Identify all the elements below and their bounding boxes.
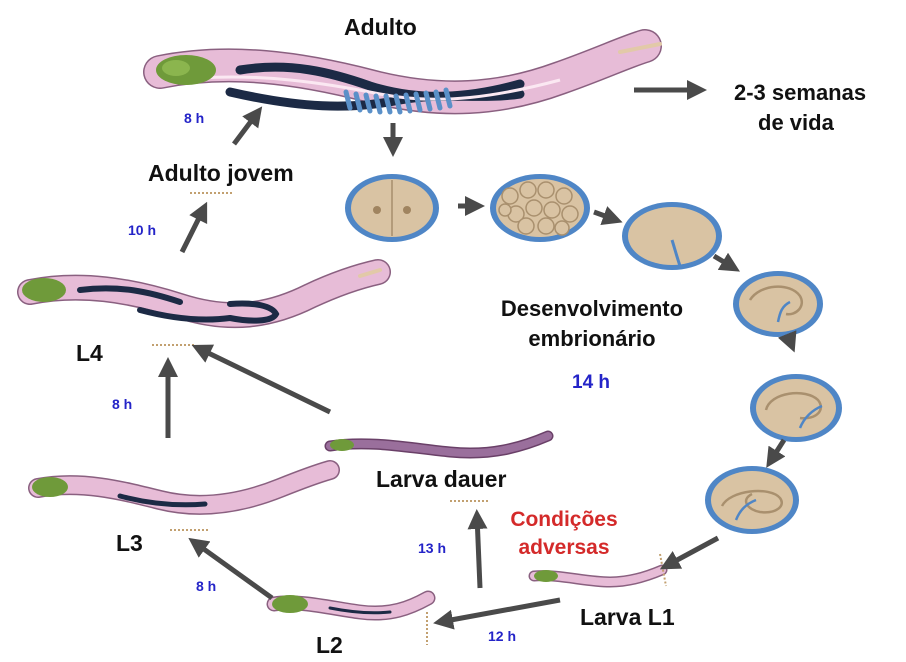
arrow-l4-to-adult-young (182, 208, 204, 252)
arrow-dauer-to-l4 (198, 348, 330, 412)
embryo-label: Desenvolvimento embrionário (478, 294, 706, 354)
lifespan-line2: de vida (734, 108, 866, 138)
label-larva-l1: Larva L1 (580, 604, 675, 631)
lifespan-label: 2-3 semanas de vida (734, 78, 866, 138)
l4-worm (22, 270, 380, 321)
time-l4-to-adult-young: 10 h (128, 222, 156, 238)
adult-worm (156, 44, 660, 112)
time-l2-to-dauer: 13 h (418, 540, 446, 556)
time-l3-to-l4: 8 h (112, 396, 132, 412)
arrow-embryo-3-4 (714, 256, 734, 268)
adverse-line1: Condições (494, 506, 634, 534)
adverse-conditions: Condições adversas (494, 506, 634, 562)
embryo-line1: Desenvolvimento (478, 294, 706, 324)
embryo-line2: embrionário (478, 324, 706, 354)
l1-worm (534, 570, 662, 582)
embryo-two-cell (345, 174, 439, 242)
label-adulto: Adulto (344, 14, 417, 41)
lifespan-line1: 2-3 semanas (734, 78, 866, 108)
time-l2-to-l3: 8 h (196, 578, 216, 594)
arrow-l1-to-l2 (440, 600, 560, 622)
dauer-worm (330, 436, 548, 453)
arrow-l2-to-dauer (477, 516, 480, 588)
time-l1-to-l2: 12 h (488, 628, 516, 644)
label-adulto-jovem: Adulto jovem (148, 160, 294, 187)
arrow-embryo-5-6 (770, 440, 784, 462)
arrow-embryo-2-3 (594, 212, 616, 220)
label-l3: L3 (116, 530, 143, 557)
embryo-comma (733, 271, 823, 337)
l3-worm (32, 470, 330, 505)
label-l4: L4 (76, 340, 103, 367)
arrow-embryo-4-5 (788, 336, 792, 346)
arrow-adult-young-to-adult (234, 112, 258, 144)
adverse-line2: adversas (494, 534, 634, 562)
arrow-embryo-to-l1 (666, 538, 718, 566)
label-larva-dauer: Larva dauer (376, 466, 506, 493)
time-adult-young-to-adult: 8 h (184, 110, 204, 126)
embryo-multicell (490, 174, 590, 242)
l2-worm (272, 595, 428, 613)
embryo-gastrula (622, 202, 722, 270)
embryo-twofold (750, 374, 842, 442)
embryo-threefold (705, 466, 799, 534)
label-l2: L2 (316, 632, 343, 659)
embryo-time: 14 h (572, 372, 610, 394)
